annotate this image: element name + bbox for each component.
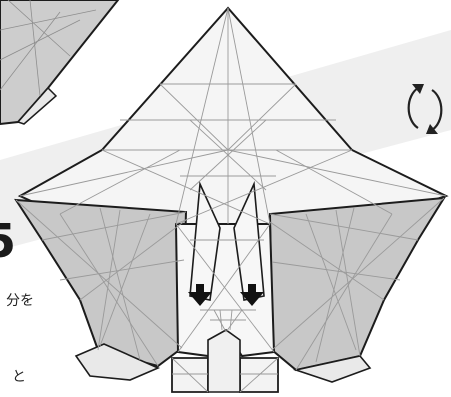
side-text-1: 分を — [6, 290, 34, 310]
left-wing — [16, 200, 186, 366]
center-foot — [208, 330, 240, 392]
step-number: 5 — [0, 218, 16, 264]
right-wing — [270, 198, 444, 370]
partial-model-top-left — [0, 0, 118, 124]
side-text-2: と — [12, 366, 26, 386]
